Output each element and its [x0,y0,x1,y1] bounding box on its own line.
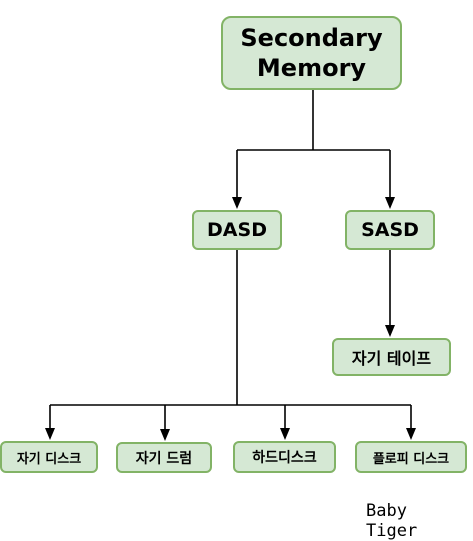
node-hard-disk: 하드디스크 [233,441,336,473]
node-magnetic-tape: 자기 테이프 [332,338,451,376]
node-magnetic-drum: 자기 드럼 [116,442,212,473]
node-dasd-label: DASD [207,219,267,241]
arrowhead-tape [385,325,395,337]
arrowhead-c3 [280,428,290,440]
node-magnetic-disk-label: 자기 디스크 [16,451,82,467]
node-magnetic-drum-label: 자기 드럼 [135,450,193,467]
node-hard-disk-label: 하드디스크 [252,450,317,466]
node-sasd: SASD [345,210,435,250]
arrowhead-dasd [232,197,242,209]
node-secondary-memory: Secondary Memory [221,16,402,90]
connector-lines [45,90,416,441]
watermark: Baby Tiger [366,501,418,541]
arrowhead-c2 [160,429,170,441]
arrowhead-c4 [406,428,416,440]
node-floppy-disk-label: 플로피 디스크 [372,451,450,467]
node-floppy-disk: 플로피 디스크 [355,441,467,473]
arrowhead-sasd [385,197,395,209]
node-sasd-label: SASD [361,219,419,241]
node-magnetic-disk: 자기 디스크 [0,441,98,473]
arrowhead-c1 [45,428,55,440]
node-magnetic-tape-label: 자기 테이프 [351,349,432,368]
node-dasd: DASD [192,210,282,250]
node-secondary-memory-label: Secondary Memory [240,24,383,82]
